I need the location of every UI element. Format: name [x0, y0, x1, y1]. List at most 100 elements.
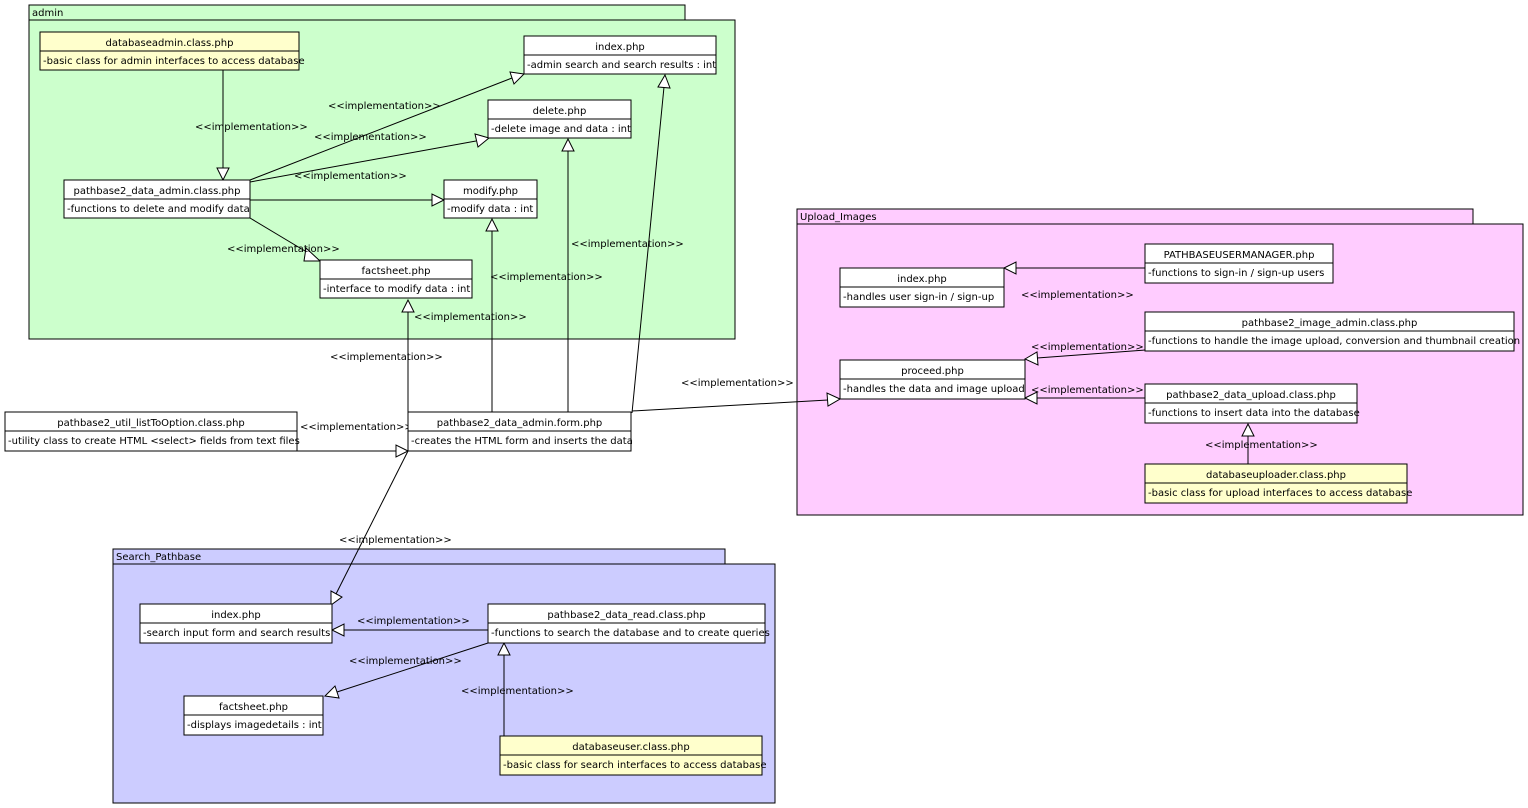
arrowhead-dataupload-proceed: [1023, 391, 1038, 405]
edge-imageadmin-to-proceed: [1036, 349, 1146, 359]
class-attribute: -basic class for upload interfaces to ac…: [1148, 488, 1412, 499]
class-attribute: -functions to sign-in / sign-up users: [1148, 268, 1324, 279]
edge-form-to-searchindex: [335, 450, 409, 595]
class-name: proceed.php: [901, 366, 964, 377]
label-dataadmin-delete: <<implementation>>: [314, 132, 427, 143]
class-attribute: -handles the data and image upload: [843, 384, 1025, 395]
class-data-upload[interactable]: pathbase2_data_upload.class.php -functio…: [1144, 383, 1360, 424]
arrowhead-dataadmin-modify: [431, 193, 446, 207]
label-dataread-searchindex: <<implementation>>: [357, 616, 470, 627]
class-admin-index[interactable]: index.php -admin search and search resul…: [523, 35, 717, 75]
class-name: PATHBASEUSERMANAGER.php: [1164, 250, 1315, 261]
edge-dataadmin-to-adminfactsheet: [249, 217, 311, 255]
label-dbuser-dataread: <<implementation>>: [461, 686, 574, 697]
class-databaseuser[interactable]: databaseuser.class.php -basic class for …: [499, 735, 767, 776]
arrowhead-databaseadmin-dataadmin: [216, 167, 230, 182]
label-usermanager-uploadindex: <<implementation>>: [1021, 290, 1134, 301]
arrowhead-dataadmin-adminindex: [509, 71, 526, 85]
label-form-adminfactsheet-b: <<implementation>>: [330, 352, 443, 363]
arrowhead-util-form: [395, 444, 410, 458]
package-search-tab: [112, 548, 726, 565]
label-form-modify: <<implementation>>: [490, 272, 603, 283]
package-admin-title: admin: [32, 8, 63, 19]
arrowhead-form-proceed: [826, 392, 842, 407]
package-search-title: Search_Pathbase: [116, 552, 201, 563]
label-dataadmin-adminindex: <<implementation>>: [328, 101, 441, 112]
class-search-factsheet[interactable]: factsheet.php -displays imagedetails : i…: [183, 695, 324, 736]
class-name: pathbase2_data_admin.form.php: [437, 418, 603, 429]
class-name: databaseadmin.class.php: [106, 38, 234, 49]
label-databaseadmin-dataadmin: <<implementation>>: [195, 122, 308, 133]
class-databaseuploader[interactable]: databaseuploader.class.php -basic class …: [1144, 463, 1412, 504]
class-data-read[interactable]: pathbase2_data_read.class.php -functions…: [487, 603, 770, 644]
arrowhead-form-searchindex: [330, 590, 343, 606]
class-name: pathbase2_data_upload.class.php: [1166, 390, 1336, 401]
arrowhead-dataadmin-adminfactsheet: [303, 246, 322, 262]
class-attribute: -functions to delete and modify data: [67, 204, 250, 215]
class-image-admin[interactable]: pathbase2_image_admin.class.php -functio…: [1144, 311, 1520, 352]
class-name: factsheet.php: [219, 702, 288, 713]
label-dataupload-proceed: <<implementation>>: [1031, 385, 1144, 396]
class-upload-index[interactable]: index.php -handles user sign-in / sign-u…: [839, 267, 1005, 308]
class-name: pathbase2_util_listToOption.class.php: [57, 418, 245, 429]
edge-dataadmin-to-delete: [249, 140, 477, 183]
label-dataadmin-modify: <<implementation>>: [294, 171, 407, 182]
class-attribute: -functions to insert data into the datab…: [1148, 408, 1360, 419]
class-attribute: -handles user sign-in / sign-up: [843, 292, 994, 303]
class-attribute: -basic class for search interfaces to ac…: [503, 760, 767, 771]
arrowhead-form-adminindex: [657, 73, 671, 89]
class-admin-delete[interactable]: delete.php -delete image and data : int: [487, 99, 632, 139]
class-name: delete.php: [533, 106, 587, 117]
arrowhead-dataadmin-delete: [474, 133, 491, 148]
package-admin-tab: [28, 4, 686, 21]
label-imageadmin-proceed: <<implementation>>: [1031, 342, 1144, 353]
arrowhead-imageadmin-proceed: [1023, 351, 1039, 366]
class-name: index.php: [595, 42, 645, 53]
class-name: databaseuser.class.php: [572, 742, 689, 753]
class-attribute: -functions to search the database and to…: [491, 628, 770, 639]
label-util-form: <<implementation>>: [300, 422, 413, 433]
class-attribute: -creates the HTML form and inserts the d…: [411, 436, 633, 447]
class-databaseadmin[interactable]: databaseadmin.class.php -basic class for…: [39, 31, 305, 71]
edge-labels: <<implementation>> <<implementation>> <<…: [195, 101, 1318, 697]
class-pathbase-usermanager[interactable]: PATHBASEUSERMANAGER.php -functions to si…: [1144, 243, 1334, 284]
class-name: index.php: [211, 610, 261, 621]
arrowhead-dbuser-dataread: [497, 641, 511, 656]
class-data-admin-form[interactable]: pathbase2_data_admin.form.php -creates t…: [407, 411, 633, 452]
arrowhead-dataread-searchindex: [330, 623, 345, 637]
edge-form-to-proceed: [631, 399, 829, 412]
class-attribute: -displays imagedetails : int: [187, 720, 322, 731]
label-form-searchindex: <<implementation>>: [339, 535, 452, 546]
class-attribute: -utility class to create HTML <select> f…: [8, 436, 300, 447]
class-attribute: -delete image and data : int: [491, 124, 631, 135]
class-admin-modify[interactable]: modify.php -modify data : int: [443, 179, 538, 219]
class-attribute: -modify data : int: [447, 204, 533, 215]
class-proceed[interactable]: proceed.php -handles the data and image …: [839, 359, 1026, 400]
class-name: pathbase2_data_admin.class.php: [73, 186, 240, 197]
class-attribute: -basic class for admin interfaces to acc…: [43, 56, 305, 67]
arrowhead-uploader-dataupload: [1241, 422, 1255, 437]
arrowhead-form-modify: [485, 217, 499, 232]
edges: [216, 70, 1255, 737]
arrowhead-form-adminfactsheet: [401, 298, 415, 313]
label-form-proceed: <<implementation>>: [681, 378, 794, 389]
package-upload-tab: [796, 208, 1474, 225]
class-attribute: -admin search and search results : int: [527, 60, 716, 71]
class-attribute: -search input form and search results: [143, 628, 330, 639]
edge-dataread-to-searchfactsheet: [336, 642, 489, 693]
package-upload-title: Upload_Images: [800, 212, 877, 223]
class-name: pathbase2_data_read.class.php: [547, 610, 705, 621]
class-attribute: -functions to handle the image upload, c…: [1148, 336, 1520, 347]
class-name: index.php: [897, 274, 947, 285]
class-data-admin[interactable]: pathbase2_data_admin.class.php -function…: [63, 179, 251, 219]
class-admin-factsheet[interactable]: factsheet.php -interface to modify data …: [319, 259, 473, 299]
arrowhead-dataread-searchfactsheet: [323, 685, 340, 699]
class-attribute: -interface to modify data : int: [323, 284, 470, 295]
class-util-list-to-option[interactable]: pathbase2_util_listToOption.class.php -u…: [4, 411, 300, 452]
class-name: modify.php: [463, 186, 518, 197]
label-uploader-dataupload: <<implementation>>: [1205, 440, 1318, 451]
edge-dataadmin-to-adminindex: [249, 77, 513, 181]
class-name: pathbase2_image_admin.class.php: [1242, 318, 1418, 329]
class-search-index[interactable]: index.php -search input form and search …: [139, 603, 333, 644]
